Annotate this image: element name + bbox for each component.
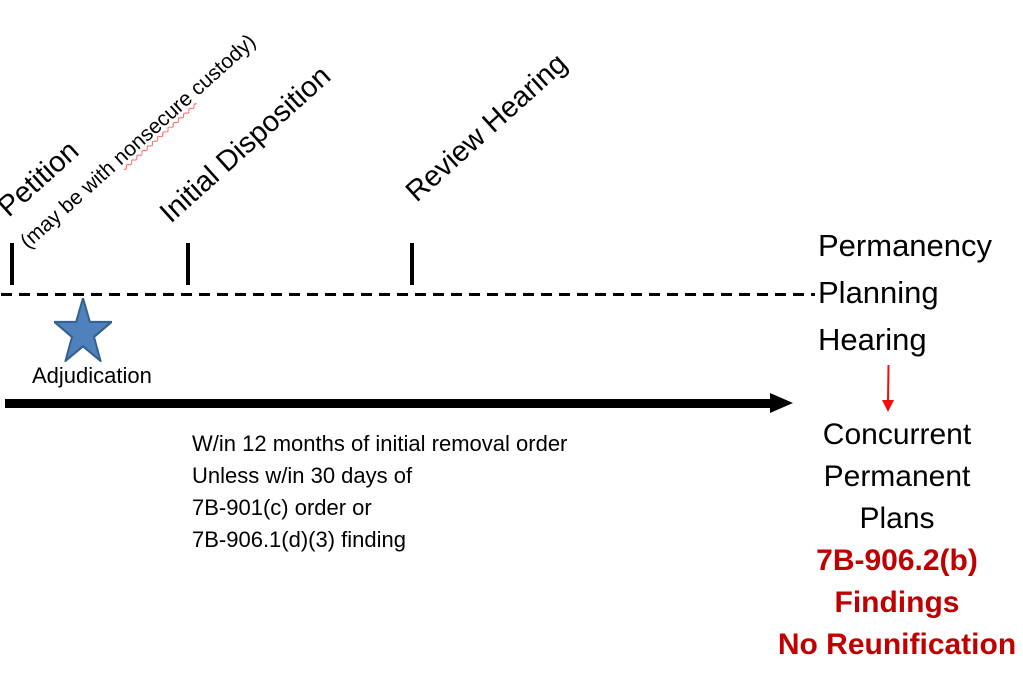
- plan-line: Permanent: [823, 460, 971, 493]
- permanency-heading-line: Permanency: [818, 228, 993, 263]
- timeframe-line: 7B-901(c) order or: [192, 495, 372, 520]
- plan-line: Concurrent: [822, 418, 972, 451]
- timeframe-line: 7B-906.1(d)(3) finding: [192, 527, 407, 552]
- adjudication-label: Adjudication: [32, 363, 152, 388]
- plan-line: Plans: [859, 502, 935, 535]
- star-icon: [53, 296, 113, 363]
- timeframe-note: W/in 12 months of initial removal order …: [192, 428, 567, 556]
- right-arrow-icon: [5, 399, 771, 408]
- right-arrow-head-icon: [770, 393, 793, 413]
- milestone-label-review-hearing: Review Hearing: [399, 47, 574, 209]
- timeframe-line: Unless w/in 30 days of: [192, 463, 413, 488]
- petition-note-after: custody): [181, 29, 261, 105]
- finding-line: 7B-906.2(b): [816, 544, 978, 577]
- tick-initial-disposition: [186, 243, 190, 285]
- finding-line: Findings: [834, 586, 960, 619]
- down-arrow-icon: [879, 363, 897, 413]
- dashed-timeline: [1, 293, 815, 296]
- tick-review-hearing: [410, 243, 414, 285]
- timeframe-line: W/in 12 months of initial removal order: [192, 431, 568, 456]
- petition-note-squiggle-word: nonsecure: [108, 86, 198, 170]
- finding-line: No Reunification: [777, 628, 1017, 661]
- permanency-heading-line: Planning: [818, 275, 939, 310]
- permanency-heading: Permanency Planning Hearing: [818, 222, 992, 363]
- tick-petition: [10, 243, 14, 285]
- permanency-heading-line: Hearing: [818, 322, 927, 357]
- plans-and-findings: Concurrent Permanent Plans 7B-906.2(b) F…: [763, 414, 1023, 666]
